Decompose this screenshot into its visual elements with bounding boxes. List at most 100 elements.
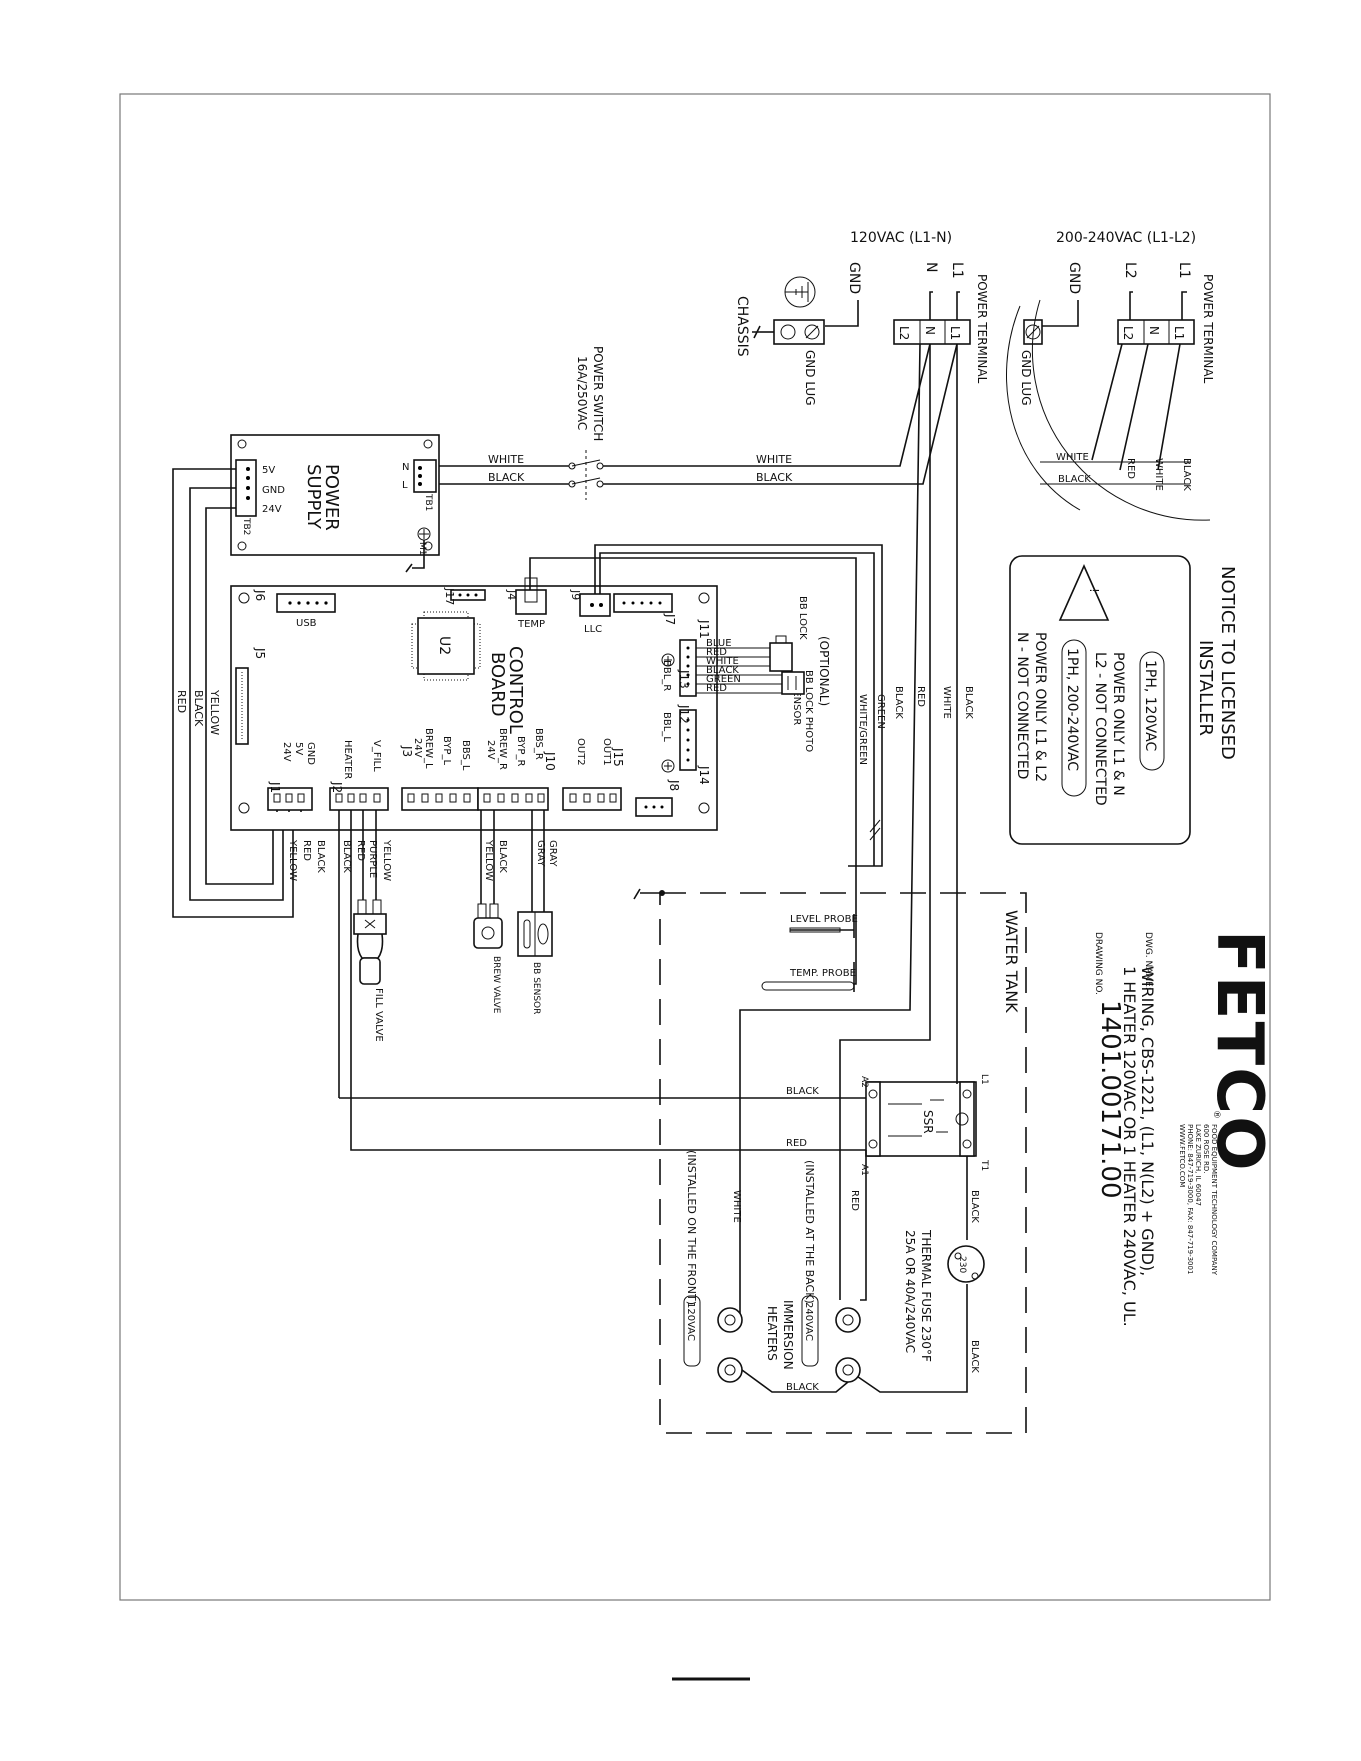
ps-wire-yellow: YELLOW bbox=[208, 689, 221, 735]
bb-wire-blue: BLUE bbox=[706, 638, 732, 649]
u2-label: U2 bbox=[436, 636, 452, 655]
j3-pin-bbs-r: BBS_R bbox=[533, 728, 544, 760]
immersion-label-2: HEATERS bbox=[765, 1306, 779, 1361]
llc-label: LLC bbox=[584, 624, 602, 635]
j14-label: J14 bbox=[697, 765, 711, 785]
wire-black-240: BLACK bbox=[1058, 474, 1091, 485]
notice-box1-pill bbox=[1139, 651, 1165, 771]
temp-label: TEMP bbox=[517, 619, 545, 630]
power-switch-label-2: 16A/250VAC bbox=[575, 356, 589, 430]
immersion-label-1: IMMERSION bbox=[781, 1300, 795, 1370]
j2-pin-heater: HEATER bbox=[342, 740, 353, 779]
chassis-label: CHASSIS bbox=[734, 296, 750, 357]
v240-box bbox=[801, 1295, 819, 1367]
j15-label: J15 bbox=[611, 747, 625, 767]
supply-240-title: 200-240VAC (L1-L2) bbox=[1056, 230, 1196, 246]
company-line-4: PHONE: 847-719-3000, FAX: 847-719-3001 bbox=[1186, 1124, 1194, 1274]
tb240-n-label: N bbox=[1147, 326, 1161, 335]
bb-wire-red-2: RED bbox=[706, 683, 727, 694]
bb-wire-red: RED bbox=[706, 647, 727, 658]
j2-wire-purple: PURPLE bbox=[367, 840, 378, 878]
tb240-l2-label: L2 bbox=[1121, 326, 1135, 340]
optional-label: (OPTIONAL) bbox=[817, 636, 831, 706]
wire-white-right: WHITE bbox=[756, 453, 792, 466]
installed-front-label: (INSTALLED ON THE FRONT) bbox=[685, 1150, 698, 1305]
j6-usb-connector bbox=[276, 593, 336, 613]
notice-box2-line2: N - NOT CONNECTED bbox=[1014, 632, 1030, 779]
gnd-label-120: GND bbox=[846, 262, 862, 294]
tb1-l-label: L bbox=[402, 480, 408, 491]
j6-label: J6 bbox=[253, 589, 267, 601]
j2-pin-vfill: V_FILL bbox=[371, 740, 382, 772]
j2-label: J2 bbox=[330, 781, 344, 793]
j13-connector bbox=[679, 639, 697, 697]
supply-120-title: 120VAC (L1-N) bbox=[850, 230, 952, 246]
j9-label: J9 bbox=[569, 589, 582, 600]
l1-label-120: L1 bbox=[949, 262, 965, 279]
gnd-lug-120 bbox=[773, 319, 825, 345]
j1-wire-yellow: YELLOW bbox=[287, 839, 298, 881]
j10-wire-gray-2: GRAY bbox=[547, 840, 558, 867]
registered-mark: ® bbox=[1211, 1110, 1221, 1119]
j3-pin-24v-r: 24V bbox=[485, 740, 496, 760]
immersion-heater-front bbox=[717, 1307, 743, 1383]
thermal-fuse bbox=[947, 1245, 985, 1283]
j1-wire-black: BLACK bbox=[315, 840, 326, 873]
ps-wire-red: RED bbox=[175, 690, 188, 713]
notice-box1-line2: L2 - NOT CONNECTED bbox=[1092, 652, 1108, 806]
power-supply-box bbox=[230, 434, 440, 556]
water-tank-outline bbox=[659, 892, 1027, 1434]
notice-box1: 1PH, 120VAC bbox=[1142, 660, 1158, 752]
fuse-label: 230 bbox=[957, 1256, 967, 1273]
power-switch-label-1: POWER SWITCH bbox=[591, 346, 605, 441]
tb2-label: TB2 bbox=[241, 517, 251, 535]
j10-label: J10 bbox=[543, 751, 557, 771]
j2-wire-black: BLACK bbox=[341, 840, 352, 873]
gnd-label-240: GND bbox=[1066, 262, 1082, 294]
drawing-no: 1401.00171.00 bbox=[1095, 1000, 1125, 1199]
j15-pin-out2: OUT2 bbox=[575, 738, 586, 766]
bb-lock-label: BB LOCK bbox=[797, 596, 808, 640]
company-line-5: WWW.FETCO.COM bbox=[1178, 1124, 1186, 1187]
tb1-n-label: N bbox=[402, 462, 409, 473]
power-terminal-label-120: POWER TERMINAL bbox=[975, 274, 989, 384]
fill-valve-icon bbox=[353, 899, 387, 985]
v120-label: 120VAC bbox=[685, 1302, 696, 1341]
wire-white-left: WHITE bbox=[488, 453, 524, 466]
wire-red-mid: RED bbox=[915, 686, 926, 707]
j3-pin-bbs-l: BBS_L bbox=[460, 740, 471, 771]
j3-pin-byp-l: BYP_L bbox=[441, 736, 452, 765]
tb1-label: TB1 bbox=[423, 493, 433, 511]
j1-pin-5v: 5V bbox=[293, 742, 304, 755]
ssr-a1: A1 bbox=[859, 1164, 869, 1176]
notice-box2-pill bbox=[1061, 639, 1087, 797]
j11-label: J11 bbox=[697, 619, 711, 639]
thermal-fuse-label-1: THERMAL FUSE 230°F bbox=[919, 1229, 933, 1362]
gnd-lug-label-240: GND LUG bbox=[1019, 350, 1033, 406]
j7-label: J7 bbox=[663, 613, 677, 625]
wire-white-green: WHITE/GREEN bbox=[857, 694, 868, 765]
fetco-logo: FETCO bbox=[1202, 930, 1276, 1172]
wire-black-mid2: BLACK bbox=[963, 686, 974, 719]
notice-title-2: INSTALLER bbox=[1195, 640, 1216, 736]
bb-lock-photo-label: BB LOCK PHOTO bbox=[803, 670, 814, 752]
j3-pin-brew-r: BREW_R bbox=[497, 728, 508, 770]
ssr-t1: T1 bbox=[979, 1159, 989, 1171]
notice-box2-line1: POWER ONLY L1 & L2 bbox=[1032, 632, 1048, 782]
bb-wire-white: WHITE bbox=[706, 656, 739, 667]
j1-pin-24v: 24V bbox=[281, 742, 292, 762]
ground-symbol-icon bbox=[784, 276, 816, 308]
temp-probe-label: TEMP. PROBE bbox=[789, 968, 856, 979]
temp-probe bbox=[761, 962, 855, 992]
tb2-24v-label: 24V bbox=[262, 504, 282, 515]
j1-wire-red: RED bbox=[301, 840, 312, 861]
v120-box bbox=[683, 1295, 701, 1367]
j2-wire-yellow: YELLOW bbox=[381, 839, 392, 881]
tb240-l1-label: L1 bbox=[1172, 326, 1186, 340]
j10-wire-gray-1: GRAY bbox=[535, 840, 546, 867]
v240-label: 240VAC bbox=[803, 1302, 814, 1341]
j9-llc-connector bbox=[579, 593, 611, 617]
drawing-no-label: DRAWING NO. bbox=[1093, 932, 1103, 995]
company-line-1: FOOD EQUIPMENT TECHNOLOGY COMPANY bbox=[1210, 1124, 1218, 1276]
